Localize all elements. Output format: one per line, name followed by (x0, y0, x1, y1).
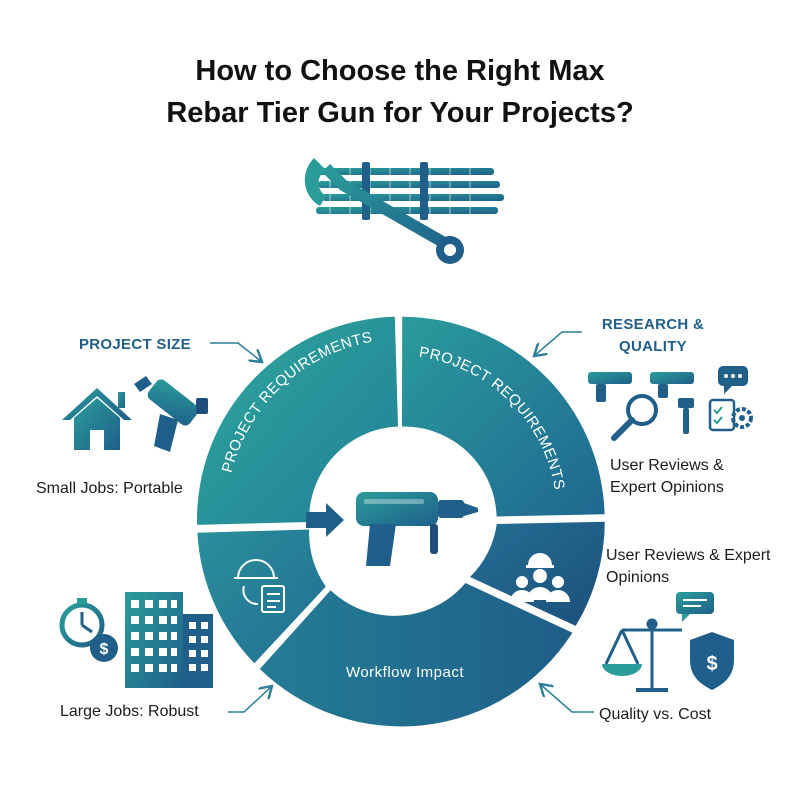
small-gun-icon-2 (650, 372, 694, 398)
stopwatch-dollar-icon: $ (59, 598, 118, 662)
ring-segment-top-left (197, 316, 398, 525)
rebar-tier-gun-icon (356, 492, 478, 566)
title-line-2: Rebar Tier Gun for Your Projects? (166, 97, 634, 129)
connector-arrows (210, 331, 594, 713)
house-icon (62, 388, 132, 450)
ring-segment-top-right (402, 316, 605, 517)
center-arrow-icon (306, 503, 344, 537)
page-title: How to Choose the Right Max Rebar Tier G… (0, 50, 800, 134)
rebar-bundle-icon (312, 162, 504, 220)
chat-bubble-icon-2 (676, 592, 714, 622)
reviews-label-right: User Reviews & Expert Opinions (606, 545, 771, 589)
reviews-label-top: User Reviews & Expert Opinions (610, 455, 724, 499)
arrow-project-size (210, 342, 262, 362)
scale-icon (602, 618, 682, 692)
svg-text:$: $ (706, 653, 717, 675)
small-jobs-label: Small Jobs: Portable (36, 480, 183, 497)
research-heading-line-1: RESEARCH & (601, 316, 705, 333)
reviews-top-line-2: Expert Opinions (610, 479, 724, 496)
small-gun-icon-1 (588, 372, 632, 402)
svg-text:$: $ (100, 641, 109, 658)
chat-bubble-icon (718, 366, 748, 394)
reviews-top-line-1: User Reviews & (610, 457, 724, 474)
title-line-1: How to Choose the Right Max (195, 55, 605, 87)
probe-icon (678, 398, 694, 434)
research-quality-heading: RESEARCH & QUALITY (597, 314, 709, 358)
handheld-rebar-gun-icon (134, 376, 208, 452)
checklist-gear-icon (708, 398, 753, 432)
magnifier-icon (611, 394, 658, 441)
hard-hat-checklist-icon (234, 559, 285, 613)
ring-segment-bottom (259, 583, 573, 727)
quality-cost-label: Quality vs. Cost (599, 706, 712, 723)
arrow-large-jobs (228, 686, 272, 713)
project-size-heading: PROJECT SIZE (79, 336, 191, 353)
arrow-quality-cost (540, 684, 594, 713)
ring-label-bottom: Workflow Impact (346, 664, 464, 681)
team-icon (510, 553, 570, 602)
reviews-right-line-2: Opinions (606, 569, 670, 586)
research-heading-line-2: QUALITY (619, 338, 687, 355)
building-icon (125, 592, 213, 688)
arrow-research (534, 331, 582, 356)
wrench-icon (304, 158, 464, 264)
shield-dollar-icon: $ (690, 632, 734, 690)
reviews-right-line-1: User Reviews & Expert (606, 547, 771, 564)
large-jobs-label: Large Jobs: Robust (60, 703, 199, 720)
research-icons (588, 366, 753, 441)
